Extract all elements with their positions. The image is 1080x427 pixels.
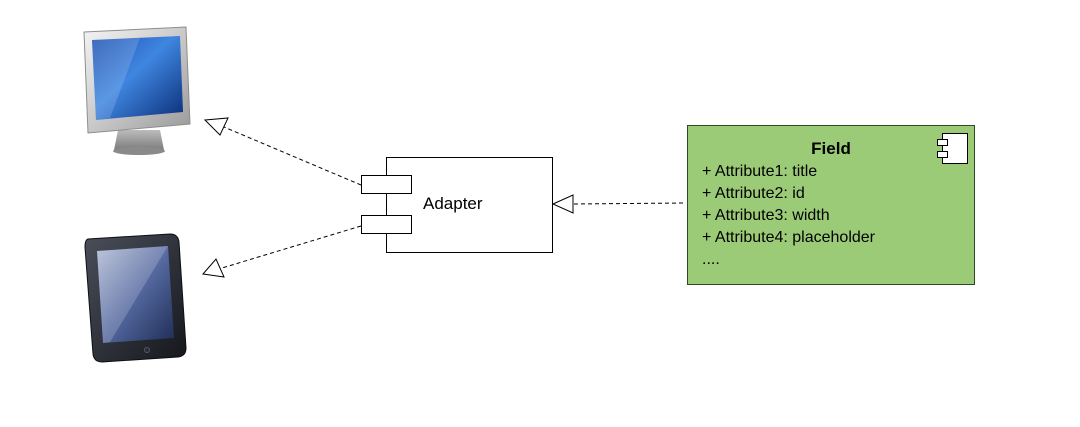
connector-adapter-to-tablet — [202, 225, 362, 278]
connector-field-to-adapter — [551, 194, 684, 214]
component-icon — [937, 133, 968, 164]
field-attribute-more: .... — [702, 251, 720, 268]
tablet-icon — [84, 233, 187, 363]
field-attribute: + Attribute1: title — [702, 163, 818, 180]
adapter-component[interactable] — [361, 157, 553, 253]
field-component[interactable] — [687, 125, 975, 285]
arrow-head — [202, 258, 225, 278]
field-box — [687, 125, 975, 285]
connector-adapter-to-monitor — [203, 117, 362, 186]
field-attribute: + Attribute4: placeholder — [702, 229, 876, 246]
monitor-icon — [83, 26, 191, 155]
field-title: Field — [811, 139, 851, 158]
arrow-head — [203, 117, 229, 136]
field-attribute: + Attribute3: width — [702, 207, 830, 224]
adapter-port-bottom — [361, 215, 412, 234]
field-attribute: + Attribute2: id — [702, 185, 805, 202]
adapter-port-top — [361, 175, 412, 194]
arrow-head — [551, 194, 574, 214]
adapter-label: Adapter — [423, 194, 483, 213]
